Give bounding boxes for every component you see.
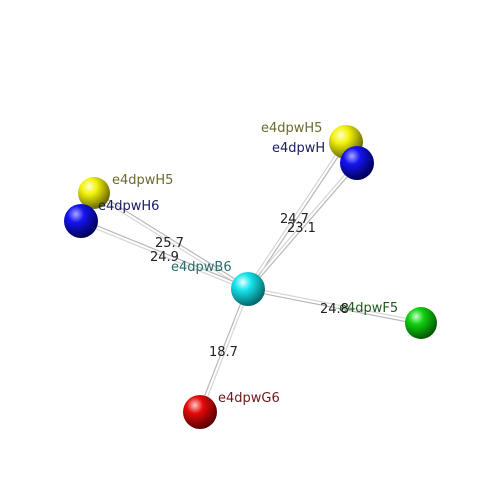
- atom-sphere-F5: [405, 307, 437, 339]
- atom-label-H5b: e4dpwH5: [261, 121, 322, 136]
- distance-label-B6-G6: 18.7: [209, 345, 238, 360]
- atom-label-F5: e4dpwF5: [339, 301, 398, 316]
- bond-B6-H5a: [92, 191, 250, 291]
- atom-label-B6: e4dpwB6: [171, 260, 232, 275]
- atom-sphere-G6: [183, 395, 217, 429]
- atom-label-H6a: e4dpwH6: [98, 199, 159, 214]
- atom-label-H5a: e4dpwH5: [112, 173, 173, 188]
- atom-sphere-H5a: [78, 177, 110, 209]
- distance-label-B6-H6b: 23.1: [287, 221, 316, 236]
- atom-label-H6b: e4dpwH: [272, 141, 325, 156]
- bond-B6-H6b: [246, 161, 359, 291]
- bond-B6-H6a: [80, 218, 249, 292]
- atom-sphere-H6b: [340, 146, 374, 180]
- atom-label-G6: e4dpwG6: [218, 391, 280, 406]
- distance-label-B6-H5b: 24.7: [280, 212, 309, 227]
- atom-sphere-H6a: [64, 204, 98, 238]
- bond-B6-F5: [247, 286, 422, 326]
- distance-label-B6-F5: 24.8: [320, 302, 349, 317]
- bond-B6-G6: [197, 288, 251, 413]
- distance-label-B6-H6a: 24.9: [150, 250, 179, 265]
- distance-label-B6-H5a: 25.7: [155, 236, 184, 251]
- atom-sphere-B6: [231, 272, 265, 306]
